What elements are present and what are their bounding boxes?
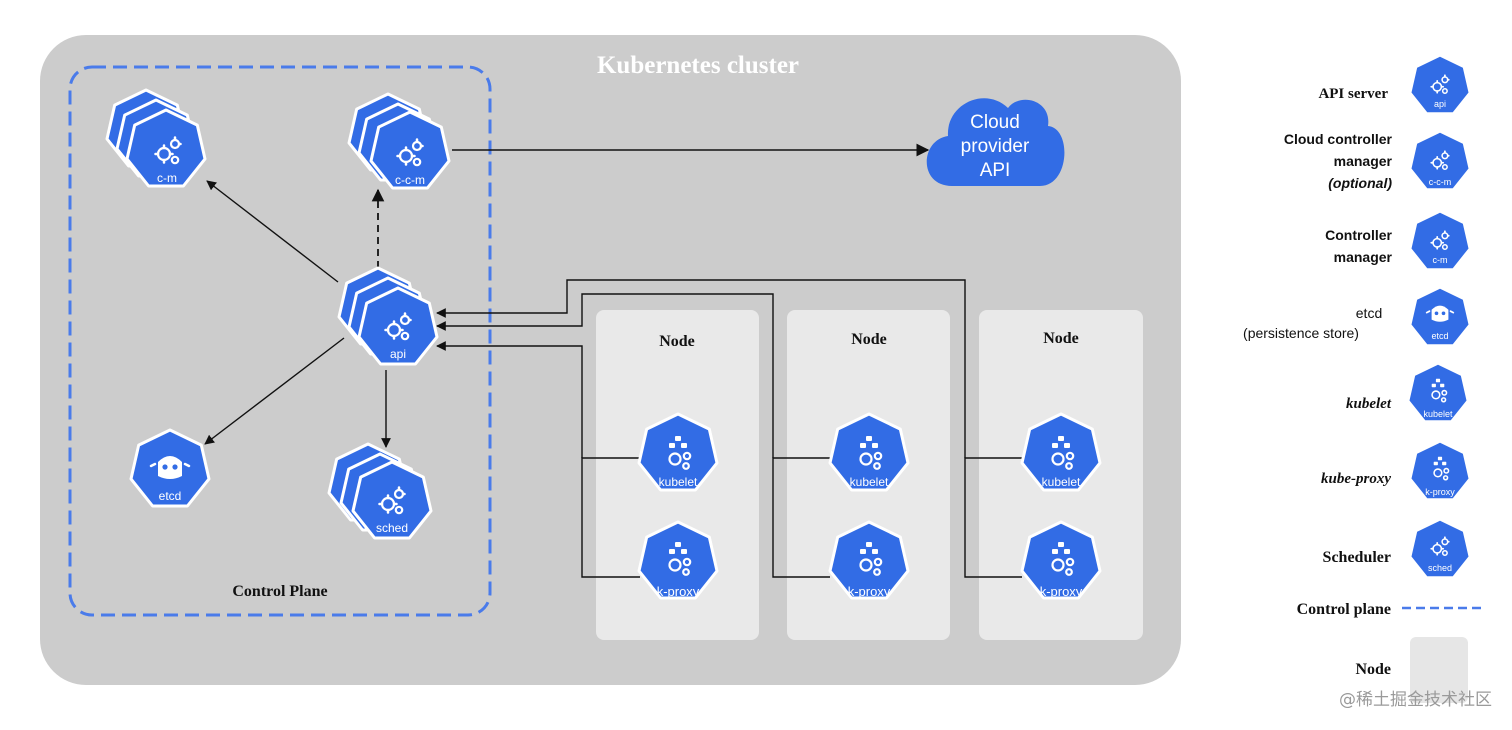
legend-node: Node [1355,661,1391,678]
legend-ccm-line1: Cloud controller [1284,131,1393,147]
legend-etcd-icon: etcd [1409,286,1471,347]
legend-kubelet: kubelet [1346,396,1392,412]
legend-kube-proxy: kube-proxy [1321,471,1391,487]
legend-control-plane: Control plane [1297,601,1391,618]
kubelet-icon-3: kubelet [1020,412,1102,492]
legend-cm-line2: manager [1334,249,1393,265]
legend-api-icon: api [1409,54,1471,115]
kubelet-icon-1: kubelet [637,412,719,492]
node-api-connectors [436,279,1022,578]
node-label-3: Node [1043,330,1079,347]
control-plane-label: Control Plane [232,583,327,600]
svg-text:kubelet: kubelet [1423,409,1453,419]
sched-icon-label: sched [376,521,408,535]
svg-text:c-m: c-m [1433,255,1448,265]
kproxy-icon-label-1: k-proxy [657,584,700,599]
etcd-icon: etcd [129,428,211,508]
ccm-icon-label: c-c-m [395,173,425,187]
kubelet-icon-label-2: kubelet [850,475,889,489]
kproxy-icon-label-3: k-proxy [1040,584,1083,599]
watermark: @稀土掘金技术社区 [1339,690,1492,710]
legend-etcd-line2: (persistence store) [1243,325,1359,341]
cloud-provider-api: Cloud provider API [926,98,1065,186]
api-server-icon: api [337,266,439,366]
cloud-line-2: provider [961,136,1030,157]
legend-ccm-line2: manager [1334,153,1393,169]
cloud-controller-manager-icon: c-c-m [347,92,451,190]
node-label-1: Node [659,333,695,350]
svg-text:sched: sched [1428,563,1452,573]
svg-text:c-c-m: c-c-m [1429,177,1452,187]
legend-ccm-optional: (optional) [1328,175,1392,191]
cluster-title: Kubernetes cluster [597,52,799,79]
legend-cm-line1: Controller [1325,227,1392,243]
arrow-api-to-cm [206,180,339,283]
legend-kubelet-icon: kubelet [1407,362,1469,423]
kproxy-icon-label-2: k-proxy [848,584,891,599]
svg-text:etcd: etcd [1431,331,1448,341]
legend-ccm-icon: c-c-m [1409,130,1471,191]
legend-kproxy-icon: k-proxy [1409,440,1471,501]
controller-manager-icon: c-m [105,88,207,188]
cloud-line-1: Cloud [970,112,1020,133]
svg-text:api: api [1434,99,1446,109]
node-label-2: Node [851,331,887,348]
kubelet-icon-2: kubelet [828,412,910,492]
legend-api-server: API server [1318,86,1388,102]
legend-sched-icon: sched [1409,518,1471,579]
api-icon-label: api [390,347,406,361]
legend: API server api Cloud controller manager … [1243,54,1484,703]
legend-scheduler: Scheduler [1323,549,1391,566]
kubelet-icon-label-3: kubelet [1042,475,1081,489]
arrow-api-to-etcd [204,337,345,445]
scheduler-icon: sched [327,442,433,540]
etcd-icon-label: etcd [159,489,182,503]
cloud-line-3: API [980,160,1011,181]
legend-etcd-line1: etcd [1356,305,1382,321]
cm-icon-label: c-m [157,171,177,185]
control-plane-boundary [68,65,492,617]
kproxy-icon-2: k-proxy [828,520,910,600]
kubelet-icon-label-1: kubelet [659,475,698,489]
kproxy-icon-1: k-proxy [637,520,719,600]
kproxy-icon-3: k-proxy [1020,520,1102,600]
legend-cm-icon: c-m [1409,210,1471,271]
svg-text:k-proxy: k-proxy [1425,487,1455,497]
legend-node-swatch [1410,637,1468,703]
